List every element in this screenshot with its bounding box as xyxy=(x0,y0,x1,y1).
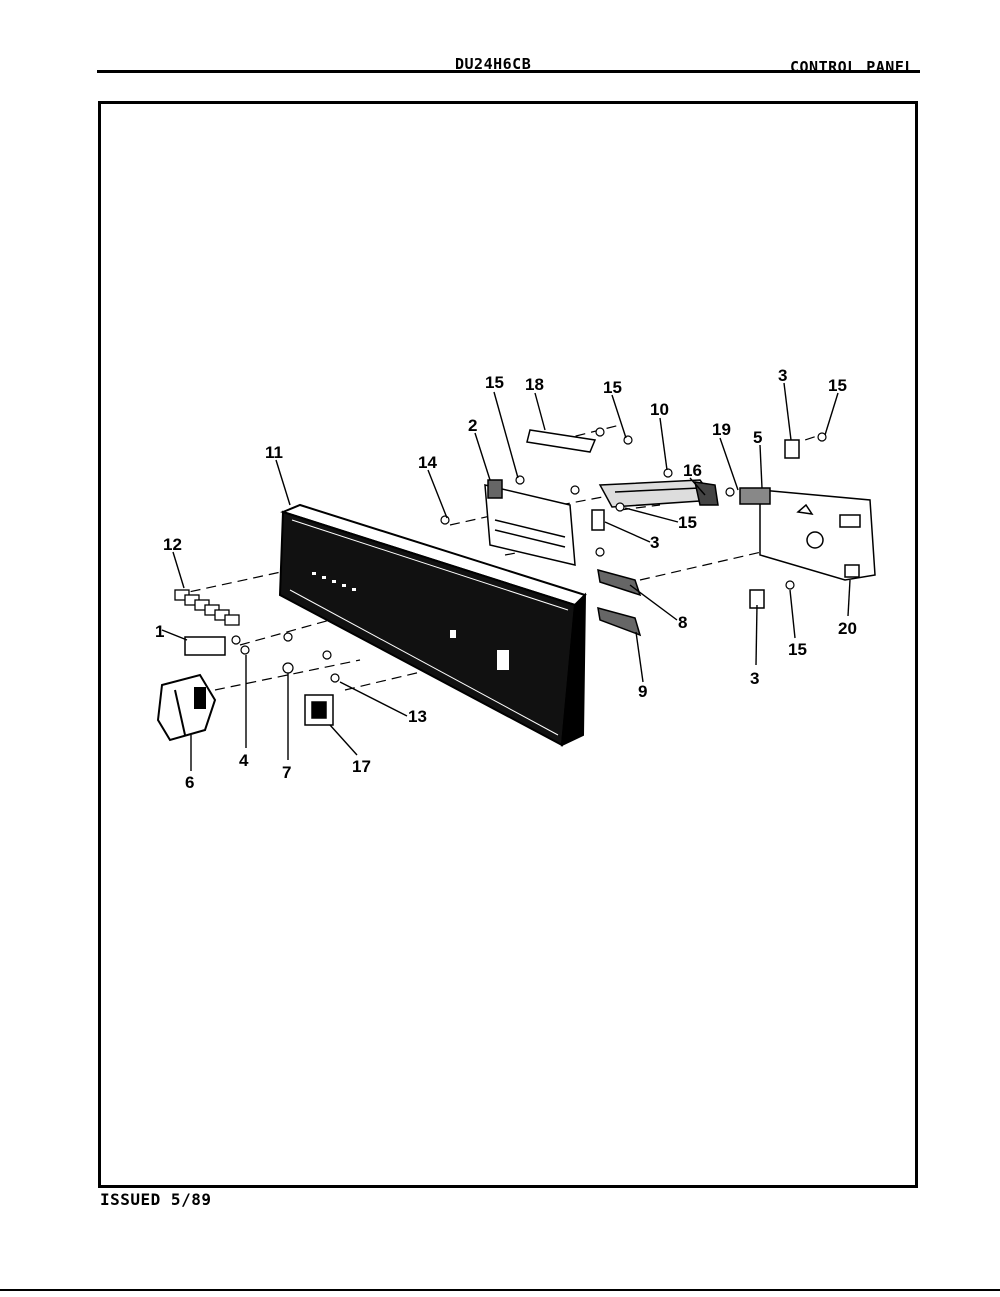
callout-15-d: 15 xyxy=(678,513,697,532)
switches-part-8-9 xyxy=(597,568,642,637)
callout-14: 14 xyxy=(418,453,437,472)
knob-part-6 xyxy=(156,673,217,742)
model-number: DU24H6CB xyxy=(455,55,532,73)
timer-housing xyxy=(739,487,876,581)
callout-15-c: 15 xyxy=(828,376,847,395)
callout-17: 17 xyxy=(352,757,371,776)
bracket-part-2 xyxy=(484,479,576,566)
callout-10: 10 xyxy=(650,400,669,419)
callout-18: 18 xyxy=(525,375,544,394)
callout-leaders xyxy=(161,382,851,771)
callout-numbers: 15 18 15 10 3 15 2 11 14 19 5 16 15 3 12… xyxy=(155,366,857,792)
callout-7: 7 xyxy=(282,763,291,782)
callout-2: 2 xyxy=(468,416,477,435)
callout-4: 4 xyxy=(239,751,249,770)
callout-11: 11 xyxy=(265,443,283,462)
callout-13: 13 xyxy=(408,707,427,726)
bracket-part-18 xyxy=(526,429,597,453)
callout-9: 9 xyxy=(638,682,647,701)
page-bottom-rule xyxy=(0,1289,1000,1291)
callout-3-a: 3 xyxy=(778,366,787,385)
rocker-switch-part-17 xyxy=(304,694,334,726)
header-rule xyxy=(97,70,920,73)
callout-3-b: 3 xyxy=(650,533,659,552)
callout-15-b: 15 xyxy=(603,378,622,397)
callout-15-a: 15 xyxy=(485,373,504,392)
control-panel-front xyxy=(278,503,587,747)
callout-19: 19 xyxy=(712,420,731,439)
diagram-frame xyxy=(98,101,918,1188)
issued-date: ISSUED 5/89 xyxy=(100,1190,212,1209)
clips-part-3 xyxy=(591,439,800,609)
callout-15-e: 15 xyxy=(788,640,807,659)
lens-part-1 xyxy=(184,636,226,656)
callout-16: 16 xyxy=(683,461,702,480)
callout-5: 5 xyxy=(753,428,762,447)
callout-3-c: 3 xyxy=(750,669,759,688)
callout-12: 12 xyxy=(163,535,182,554)
callout-6: 6 xyxy=(185,773,194,792)
callout-8: 8 xyxy=(678,613,687,632)
callout-1: 1 xyxy=(155,622,164,641)
pushbutton-switch xyxy=(598,479,719,508)
callout-20: 20 xyxy=(838,619,857,638)
panel-slots xyxy=(312,572,509,670)
button-keys-part-12 xyxy=(174,589,240,626)
section-title: CONTROL PANEL xyxy=(790,58,914,76)
